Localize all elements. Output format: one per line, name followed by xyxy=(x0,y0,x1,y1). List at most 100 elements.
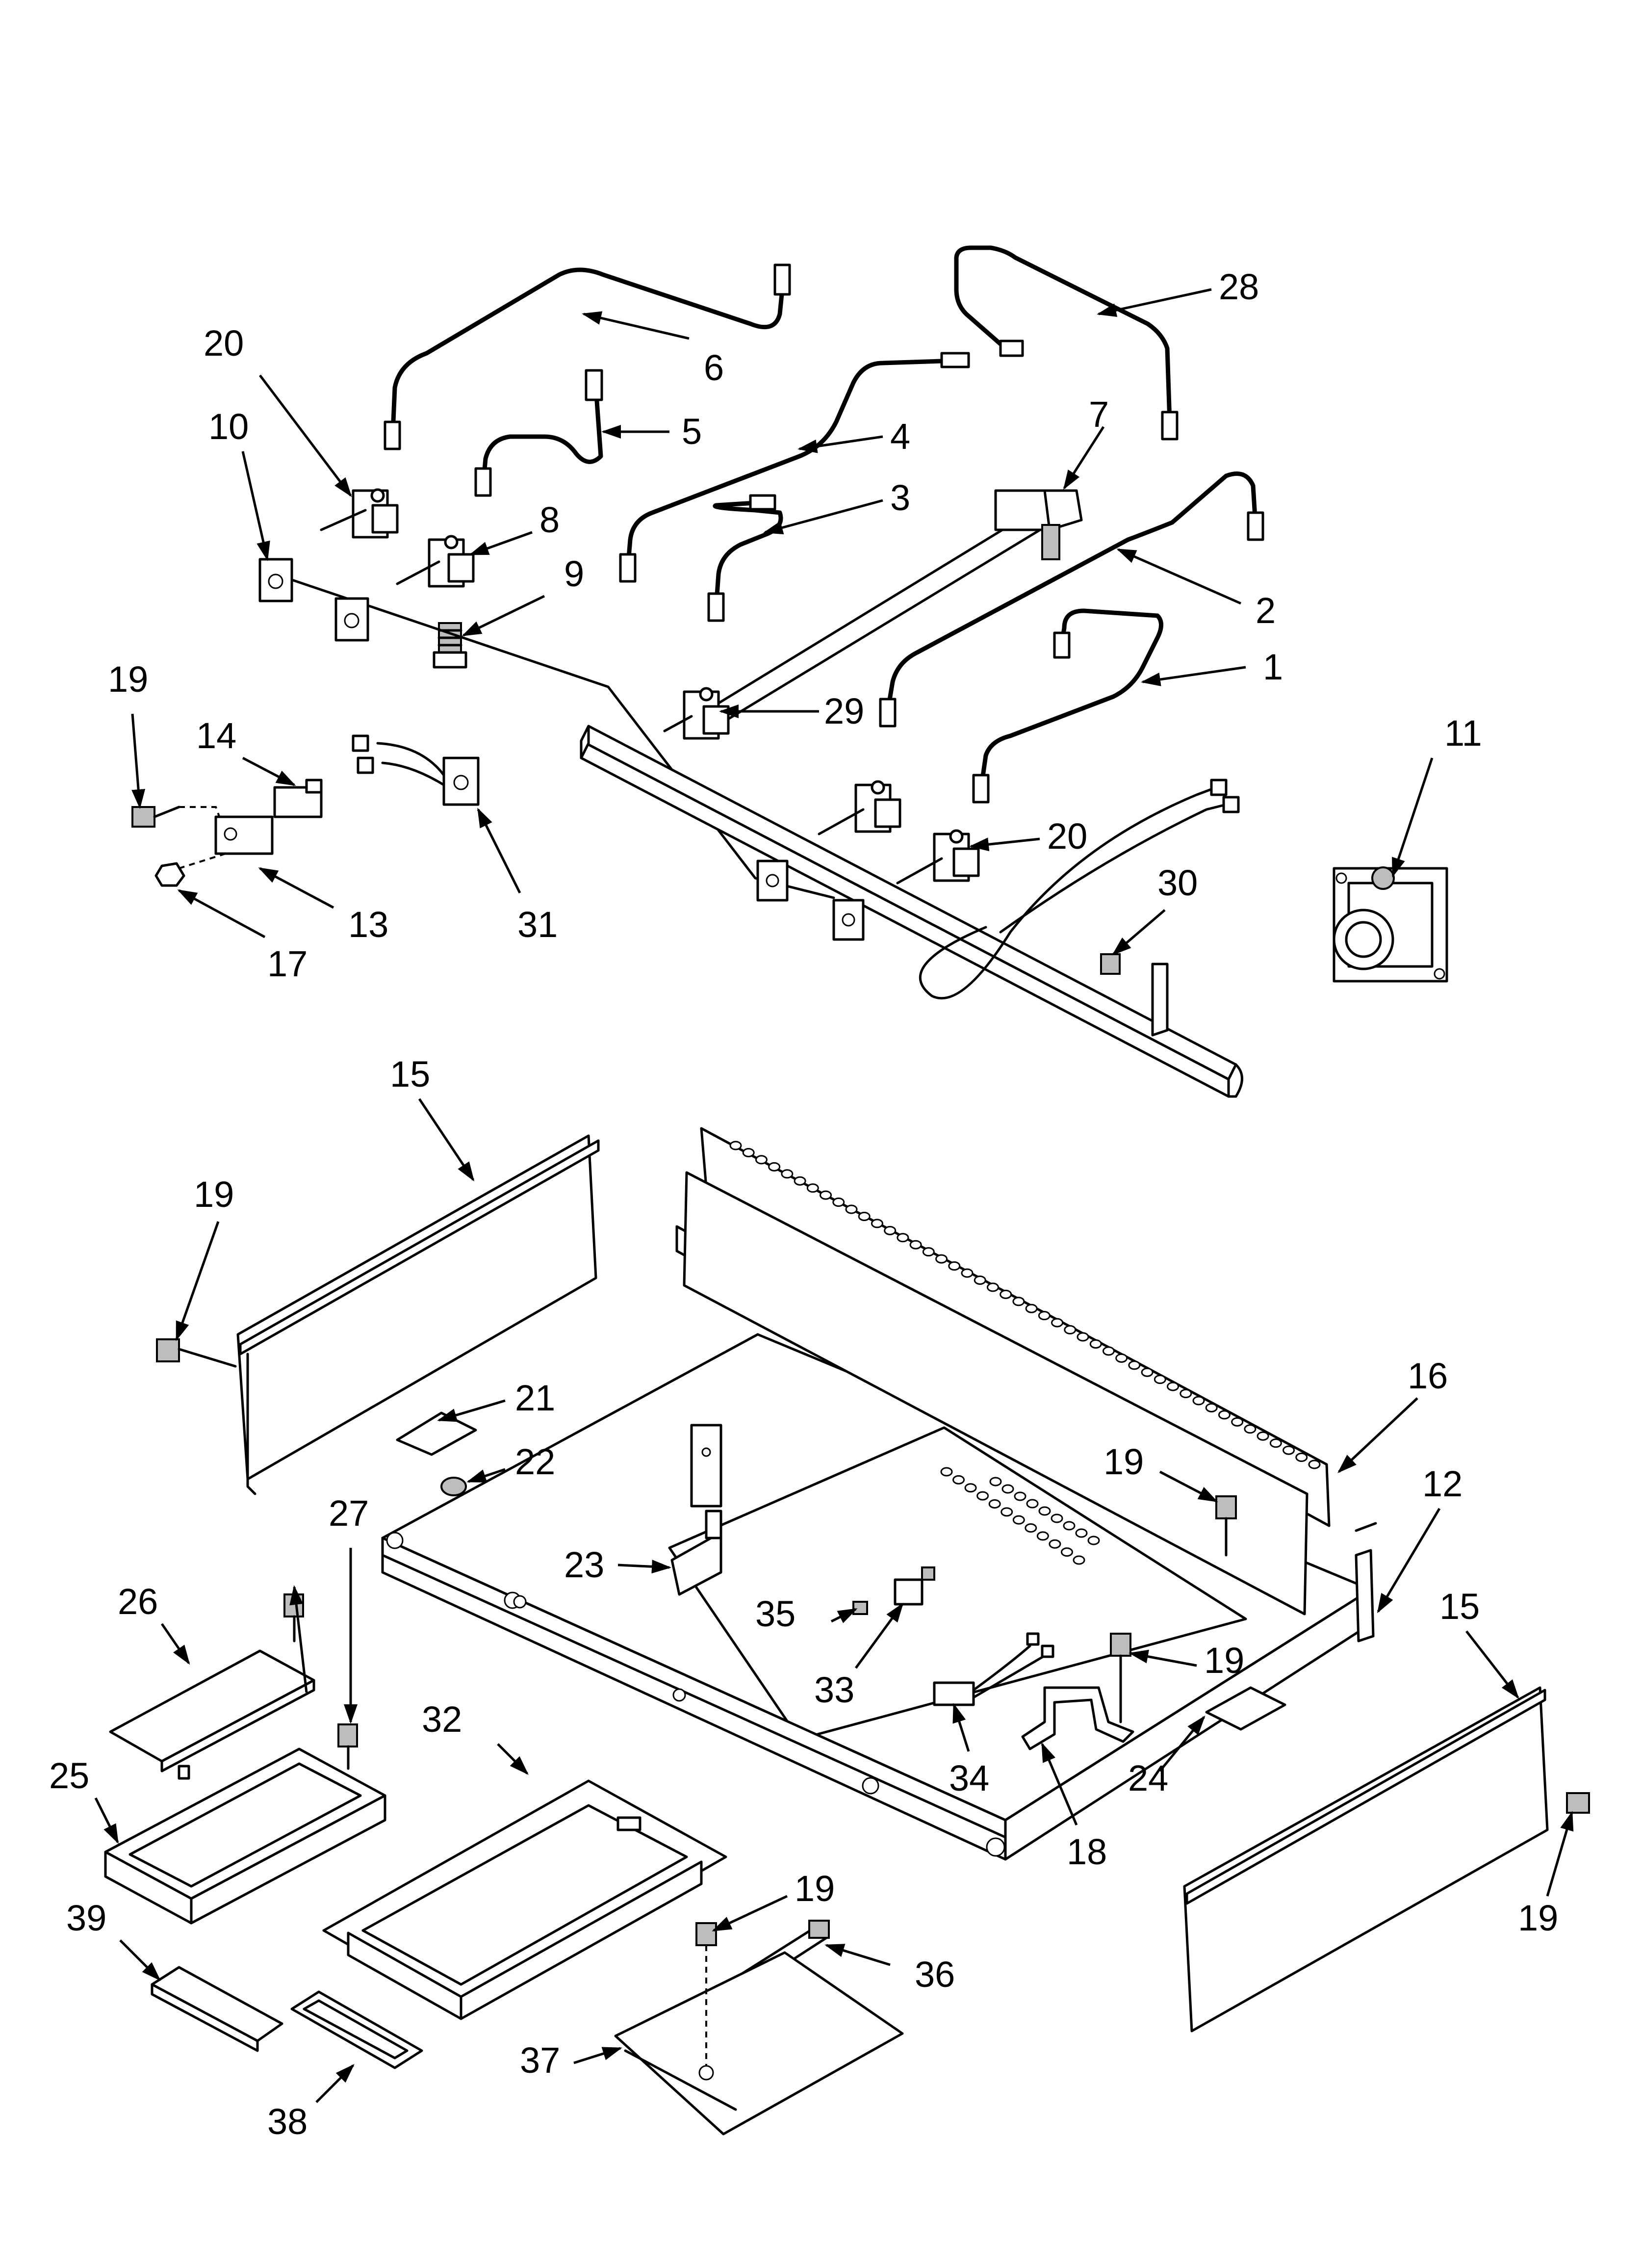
vent-hole xyxy=(1012,1515,1025,1525)
callout-5: 5 xyxy=(682,411,702,452)
vent-hole xyxy=(1295,1453,1308,1462)
callout-7: 7 xyxy=(1089,394,1109,435)
vent-hole xyxy=(1063,1521,1076,1531)
pressure-regulator-11 xyxy=(1333,866,1448,983)
screw-19-right xyxy=(1566,1792,1590,1814)
vent-hole xyxy=(794,1176,806,1186)
callout-19f: 19 xyxy=(795,1868,835,1909)
vent-hole xyxy=(1075,1528,1088,1538)
callout-6: 6 xyxy=(704,347,724,388)
harness-34 xyxy=(933,1632,1054,1706)
rear-channel-16 xyxy=(675,1127,1331,1616)
vent-hole xyxy=(1257,1431,1269,1441)
burner-valve-20-upper xyxy=(320,488,399,539)
orifice-9 xyxy=(433,622,467,669)
vent-hole xyxy=(1154,1375,1166,1384)
vent-hole xyxy=(1000,1289,1012,1299)
vent-hole xyxy=(1038,1311,1051,1321)
callout-8: 8 xyxy=(539,499,560,540)
callout-9: 9 xyxy=(564,553,584,594)
vent-hole xyxy=(1025,1303,1038,1313)
vent-hole xyxy=(1051,1513,1063,1523)
vent-hole xyxy=(1283,1445,1295,1455)
callout-3: 3 xyxy=(890,477,910,518)
callout-21: 21 xyxy=(515,1378,555,1418)
gas-tube-6 xyxy=(390,267,786,446)
cover-37 xyxy=(614,1951,904,2136)
callout-20b: 20 xyxy=(1047,816,1087,857)
vent-hole xyxy=(1089,1339,1102,1349)
vent-hole xyxy=(832,1198,845,1207)
vent-hole xyxy=(961,1268,974,1278)
bracket-18 xyxy=(1021,1686,1134,1750)
vent-hole xyxy=(1087,1536,1100,1545)
screw-19-left-panel xyxy=(156,1338,237,1368)
callout-35: 35 xyxy=(755,1593,795,1634)
vent-hole xyxy=(755,1155,768,1165)
vent-hole xyxy=(988,1499,1001,1509)
callout-36: 36 xyxy=(915,1954,955,1995)
callout-29: 29 xyxy=(824,691,864,731)
callout-22: 22 xyxy=(515,1441,555,1482)
callout-15b: 15 xyxy=(1439,1586,1480,1627)
callout-33: 33 xyxy=(814,1669,854,1710)
bracket-23 xyxy=(670,1510,722,1596)
callout-24: 24 xyxy=(1128,1758,1168,1799)
vent-hole xyxy=(1231,1417,1244,1427)
callout-labels: 6 5 4 3 28 7 2 1 29 8 9 20 10 19 14 13 1… xyxy=(49,266,1558,2142)
burner-valve-mid xyxy=(818,780,901,835)
vent-hole xyxy=(742,1147,755,1157)
burner-box-25 xyxy=(104,1747,386,1925)
screw-19-left xyxy=(131,806,180,828)
vent-hole xyxy=(976,1491,989,1501)
vent-hole xyxy=(1012,1297,1025,1306)
burner-valve-8 xyxy=(396,535,475,588)
leader-lines xyxy=(94,288,1574,2103)
callout-19a: 19 xyxy=(108,659,148,700)
vent-hole xyxy=(871,1219,883,1228)
manifold-bar xyxy=(580,725,1237,1081)
callout-12: 12 xyxy=(1422,1463,1462,1504)
vent-hole xyxy=(948,1261,961,1271)
vent-hole xyxy=(1102,1346,1115,1356)
callout-2: 2 xyxy=(1256,590,1276,631)
callout-39: 39 xyxy=(66,1898,106,1938)
callout-11: 11 xyxy=(1444,713,1482,754)
bracket-upper-mid xyxy=(690,1424,722,1508)
vent-hole xyxy=(1051,1318,1064,1328)
vent-hole xyxy=(1167,1382,1180,1391)
trim-38 xyxy=(290,1990,423,2069)
callout-38: 38 xyxy=(267,2101,308,2142)
vent-hole xyxy=(1014,1491,1026,1501)
vent-hole xyxy=(845,1204,858,1214)
callout-25: 25 xyxy=(49,1755,89,1796)
callout-10: 10 xyxy=(208,406,249,447)
burner-valve-29 xyxy=(663,687,730,740)
burner-valve-20-lower xyxy=(896,829,980,885)
callout-19c: 19 xyxy=(1103,1441,1144,1482)
vent-hole xyxy=(1073,1555,1085,1565)
callout-31: 31 xyxy=(517,904,558,945)
vent-hole xyxy=(1077,1332,1089,1342)
vent-hole xyxy=(1308,1460,1321,1469)
vent-hole xyxy=(952,1475,965,1485)
bracket-21 xyxy=(396,1411,477,1456)
vent-hole xyxy=(897,1233,909,1243)
vent-hole xyxy=(858,1211,871,1221)
vent-hole xyxy=(1180,1389,1192,1399)
bracket-24 xyxy=(1205,1686,1286,1731)
switch-33 xyxy=(894,1566,935,1606)
callout-23: 23 xyxy=(564,1544,604,1585)
vent-hole xyxy=(989,1477,1002,1486)
shelf-26 xyxy=(109,1649,315,1780)
vent-hole xyxy=(820,1190,832,1200)
grommet-22 xyxy=(440,1477,467,1496)
manifold-elbow xyxy=(994,489,1051,531)
screw-30 xyxy=(1100,953,1121,975)
vent-hole xyxy=(1141,1367,1154,1377)
side-panel-15-right xyxy=(1183,1686,1549,2033)
callout-19d: 19 xyxy=(1204,1640,1244,1681)
switch-14 xyxy=(273,779,323,818)
vent-hole xyxy=(1064,1325,1077,1335)
callout-28: 28 xyxy=(1219,266,1259,307)
